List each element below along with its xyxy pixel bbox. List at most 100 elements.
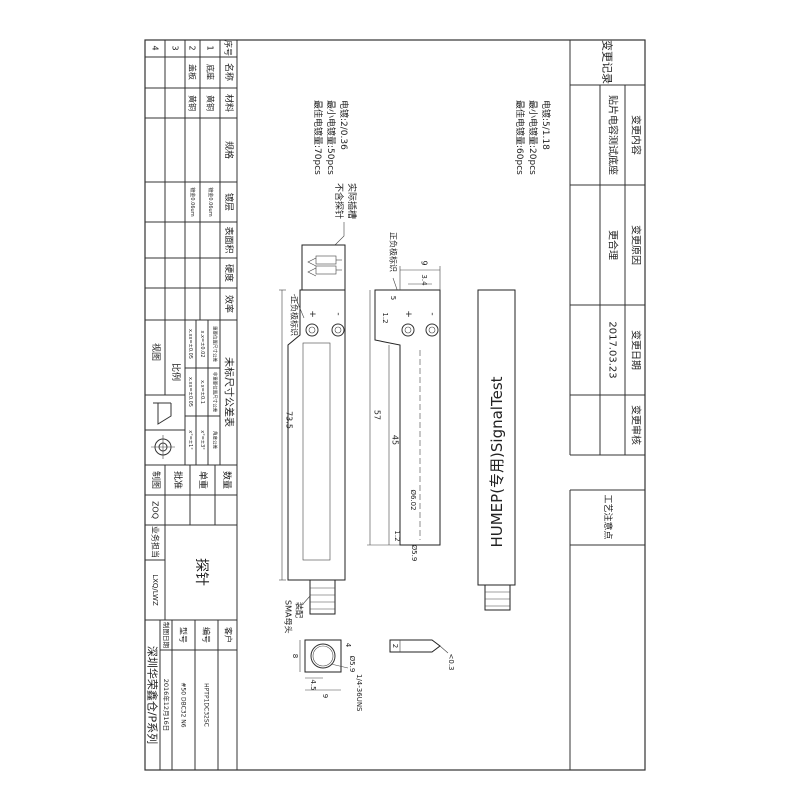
pin-shape <box>389 639 441 653</box>
dimension-pin-tip: <0.3 <box>447 654 455 671</box>
minus-mark: - <box>333 312 343 315</box>
connector-hole-inner <box>334 326 342 334</box>
model-label: 型号 <box>179 627 188 643</box>
sma-connector-back <box>484 584 511 611</box>
pin-tip-leader <box>439 645 449 654</box>
view-label: 视图 <box>150 343 162 361</box>
dimension-bottom-dia: Ø5.9 <box>410 545 418 562</box>
dimension-side-length: 57 <box>373 410 382 420</box>
drawing-frame <box>144 39 646 771</box>
assembly-leader <box>302 595 311 605</box>
header-surface-area: 表面积 <box>223 226 235 253</box>
drawn-by: ZOQ <box>151 501 160 519</box>
row1-material: 黄铜 <box>206 95 216 111</box>
number-label: 编号 <box>202 627 212 643</box>
tolerance-value: x°=±3° <box>199 430 205 450</box>
parts-table: 序号 名称 材料 规格 镀层 表面积 硬度 效率 1 底座 黄铜 镀金0.06u… <box>145 40 237 321</box>
date-label: 制图日期 <box>162 622 171 649</box>
assembly-note-line1: 装配 <box>295 602 305 618</box>
view-block: 比例 视图 <box>145 320 185 459</box>
connector-hole <box>331 323 345 337</box>
plating-b-line1: 电镀:2/0.36 <box>338 100 350 150</box>
dimension-edge: 1.2 <box>381 312 389 323</box>
connector-hole <box>425 323 439 337</box>
header-efficiency: 效率 <box>223 295 235 313</box>
pin-tips <box>307 257 317 277</box>
tolerance-header: 重要位置尺寸公差 <box>212 326 219 362</box>
tolerance-table: 未标尺寸公差表 重要位置尺寸公差 非重要位置尺寸公差 角度公差 x.x=±0.0… <box>145 320 237 466</box>
flange-detail: 8 4 4.5 9 Ø5.9 1/4-36UNS <box>291 639 363 712</box>
slot-note-line1: 实际插槽 <box>346 183 358 219</box>
plating-notes-b: 电镀:2/0.36 最小电镀量:50pcs 最佳电镀量:70pcs <box>312 100 350 175</box>
plus-mark: + <box>403 310 413 318</box>
change-record-table: 变更记录 变更内容 变更原因 变更日期 变更审核 贴片电容测试底座 更合理 20… <box>569 40 645 456</box>
company-name: 深圳华荣鑫仓/P系列 <box>146 646 160 744</box>
plating-notes-a: 电镀:5/1.18 最小电镀量:20pcs 最佳电镀量:60pcs <box>514 100 552 175</box>
dimension-pitch: 3.4 <box>420 274 428 286</box>
process-notes-block: 工艺注意点 <box>569 489 645 770</box>
plus-mark: + <box>307 310 317 318</box>
dimension-bottom-step: 1.2 <box>393 530 401 541</box>
column-header-reason: 变更原因 <box>630 225 643 265</box>
dimension-side-body: 45 <box>391 435 400 445</box>
plating-b-line2: 最小电镀量:50pcs <box>325 100 337 175</box>
quantity-label: 数量 <box>221 471 233 489</box>
header-name: 名称 <box>223 63 235 81</box>
tolerance-title: 未标尺寸公差表 <box>223 357 236 427</box>
tolerance-value: x.xx=±0.05 <box>187 329 193 359</box>
dimension-overall-length: 73.5 <box>285 411 294 429</box>
flange-thread <box>312 645 334 667</box>
plating-b-line3: 最佳电镀量:70pcs <box>312 100 324 175</box>
header-material: 材料 <box>223 94 235 112</box>
row2-plating: 镀金0.06um <box>189 187 196 216</box>
header-no: 序号 <box>224 40 234 56</box>
dimension-thread-dia: Ø5.9 <box>348 656 356 673</box>
connector-hole <box>305 323 319 337</box>
tolerance-value: x°=±1° <box>187 430 193 450</box>
row2-name: 盖板 <box>188 64 198 80</box>
column-header-content: 变更内容 <box>630 115 643 155</box>
thread-spec: 1/4-36UNS <box>355 674 363 712</box>
flange-bore <box>310 643 336 669</box>
dimension-flange-height: 8 <box>291 654 299 658</box>
engraving-text: HUMEP(专用)SignalTest <box>488 376 506 547</box>
connector-hole <box>401 323 415 337</box>
customer-label: 客户 <box>224 627 234 643</box>
dimension-flange-width: 9 <box>321 694 329 698</box>
approval-block: 数量 单重 批准 制图 ZOQ 业务担当 LXQ/LWZ 探针 <box>145 465 237 621</box>
header-hardness: 硬度 <box>223 264 235 282</box>
row1-name: 底座 <box>206 64 216 80</box>
row4-no: 4 <box>151 45 160 50</box>
bore-leader <box>330 663 349 669</box>
side-view: 正负极标识 + - 9 3.4 5 1.2 57 45 Ø6.02 1.2 Ø5… <box>367 232 441 562</box>
front-view: 实际插槽 不含探针 + - 正负极标识 73.5 <box>279 183 358 633</box>
plating-a-line3: 最佳电镀量:60pcs <box>514 100 526 175</box>
polarity-label-side: 正负极标识 <box>389 232 399 272</box>
row1-no: 1 <box>206 45 215 50</box>
change-entry-date: 2017.03.23 <box>607 321 618 378</box>
probe-pins <box>307 255 342 277</box>
dimension-flange-edge: 4 <box>344 643 352 648</box>
assembly-note-line2: SMA母头 <box>284 600 294 633</box>
row3-no: 3 <box>171 45 180 50</box>
connector-hole-inner <box>308 326 316 334</box>
plating-a-line2: 最小电镀量:20pcs <box>527 100 539 175</box>
drawing-date: 2016年12月16日 <box>162 679 171 732</box>
dimension-flange-offset: 4.5 <box>309 679 317 690</box>
row2-material: 黄铜 <box>188 95 198 111</box>
dimension-hole-dia: Ø6.02 <box>409 489 417 510</box>
change-record-title: 变更记录 <box>601 40 615 84</box>
model-number: #50 DBC32 N6 <box>180 682 187 727</box>
polarity-label-front: 正负极标识 <box>290 296 300 336</box>
flange-square <box>304 639 342 673</box>
drawn-label: 制图 <box>150 471 162 489</box>
connector-hole-inner <box>428 326 436 334</box>
sales-name: LXQ/LWZ <box>151 574 159 606</box>
tolerance-value: x.x=±0.1 <box>199 380 205 404</box>
plating-a-line1: 电镀:5/1.18 <box>540 100 552 150</box>
sma-connector-front <box>309 579 336 615</box>
tolerance-header: 非重要位置尺寸公差 <box>212 372 219 413</box>
column-header-review: 变更审核 <box>630 405 643 445</box>
row1-plating: 镀金0.06um <box>207 187 214 216</box>
